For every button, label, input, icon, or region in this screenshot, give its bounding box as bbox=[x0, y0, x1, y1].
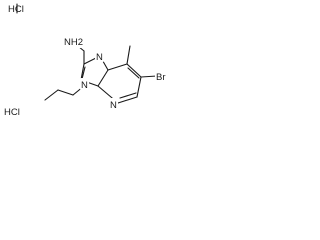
n-propyl-label: N bbox=[81, 80, 88, 91]
bromo-label: Br bbox=[156, 72, 166, 83]
n-pyridine-label-mask bbox=[109, 98, 118, 110]
n-imidazole-label-mask bbox=[95, 50, 104, 62]
n-imidazole-label: N bbox=[96, 52, 103, 63]
amine-label: NH2 bbox=[64, 37, 83, 48]
chemical-structure: HCl HCl NH2 N N N Br bbox=[4, 3, 172, 118]
propyl-chain bbox=[44, 85, 85, 101]
hcl-label-bottom: HCl bbox=[4, 107, 20, 118]
n-propyl-label-mask bbox=[80, 78, 89, 90]
methyl-bond bbox=[126, 45, 131, 65]
bromo-label-mask bbox=[155, 70, 172, 82]
bromo-bond bbox=[140, 75, 158, 78]
pyridine-ring bbox=[97, 63, 142, 104]
amine-label-mask bbox=[64, 35, 82, 48]
hcl-label-top: HCl bbox=[8, 4, 24, 15]
n-pyridine-label: N bbox=[110, 100, 117, 111]
